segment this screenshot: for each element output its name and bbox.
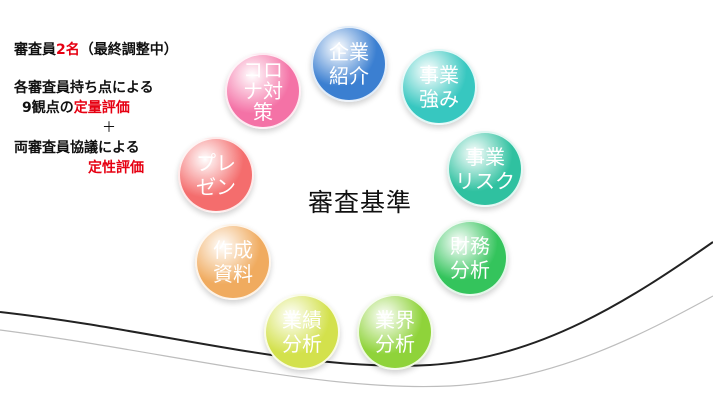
node-label-line: 企業 (329, 40, 369, 64)
quantitative-prefix: 9観点の (22, 100, 74, 116)
quantitative-evaluation: 定量評価 (73, 100, 130, 116)
qualitative-evaluation: 定性評価 (88, 160, 144, 176)
evaluation-notes: 審査員2名（最終調整中） 各審査員持ち点による 9観点の定量評価 ＋ 両審査員協… (14, 40, 254, 178)
node-financial-analysis: 財務分析 (432, 220, 508, 296)
node-presentation: プレゼン (178, 137, 254, 213)
node-label-line: 業績 (282, 308, 322, 332)
node-business-risk: 事業リスク (447, 131, 523, 207)
node-label-line: 強み (419, 87, 459, 111)
quantitative-line: 9観点の定量評価 (14, 98, 254, 118)
node-covid-measures: コロナ対策 (225, 53, 301, 129)
discussion-line: 両審査員協議による (14, 140, 140, 156)
judges-note: （最終調整中） (79, 42, 178, 58)
node-label-line: 作成 (213, 238, 253, 262)
judges-line: 審査員2名（最終調整中） (14, 40, 254, 60)
plus-sign: ＋ (102, 120, 116, 136)
node-created-materials: 作成資料 (195, 224, 271, 300)
node-business-strength: 事業強み (401, 49, 477, 125)
node-label-line: ナ対 (243, 78, 283, 103)
node-label-line: 財務 (450, 234, 490, 258)
node-label-line: 分析 (375, 332, 415, 356)
node-label-line: 分析 (450, 258, 490, 282)
node-label-line: 紹介 (329, 64, 369, 88)
node-label-line: 分析 (282, 332, 322, 356)
node-label-line: 事業 (465, 145, 505, 169)
node-company-intro: 企業紹介 (311, 26, 387, 102)
node-label-line: リスク (455, 169, 515, 193)
node-label-line: 策 (253, 99, 273, 124)
node-label-line: ゼン (196, 175, 236, 199)
node-label-line: コロ (243, 57, 283, 82)
qualitative-line: 定性評価 (14, 158, 254, 178)
node-label-line: 資料 (213, 262, 253, 286)
node-label-line: 事業 (419, 63, 459, 87)
criteria-title: 審査基準 (307, 188, 412, 217)
node-label-line: 業界 (375, 308, 415, 332)
score-line: 各審査員持ち点による (14, 80, 154, 96)
judges-count: 2名 (56, 42, 80, 58)
node-label-line: プレ (196, 151, 236, 175)
node-performance-analysis: 業績分析 (264, 294, 340, 370)
node-industry-analysis: 業界分析 (357, 294, 433, 370)
judges-label: 審査員 (14, 42, 56, 58)
